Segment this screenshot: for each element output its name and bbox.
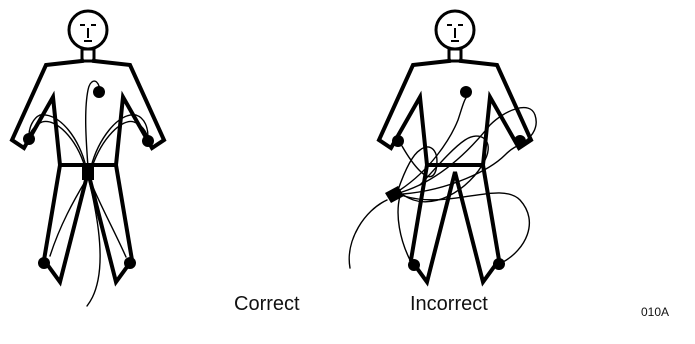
head — [434, 9, 476, 63]
electrode-left-leg — [493, 258, 505, 270]
figure-incorrect — [348, 9, 537, 287]
body-outline — [376, 58, 534, 287]
lead-connector — [385, 186, 404, 203]
electrode-left-leg — [124, 257, 136, 269]
electrode-pads — [392, 86, 526, 271]
electrode-chest — [93, 86, 105, 98]
electrode-left-arm — [142, 135, 154, 147]
electrode-pads — [23, 86, 154, 269]
figure-correct — [9, 9, 167, 307]
electrode-right-leg — [408, 259, 420, 271]
electrode-left-arm — [514, 135, 526, 147]
electrode-right-arm — [392, 135, 404, 147]
caption-incorrect: Incorrect — [410, 293, 488, 315]
caption-correct: Correct — [234, 293, 300, 315]
head — [67, 9, 109, 63]
figure-code: 010A — [641, 305, 670, 319]
electrode-right-leg — [38, 257, 50, 269]
lead-wires — [28, 80, 149, 307]
lead-wires — [348, 97, 537, 269]
lead-connector — [82, 165, 94, 180]
electrode-right-arm — [23, 133, 35, 145]
electrode-chest — [460, 86, 472, 98]
